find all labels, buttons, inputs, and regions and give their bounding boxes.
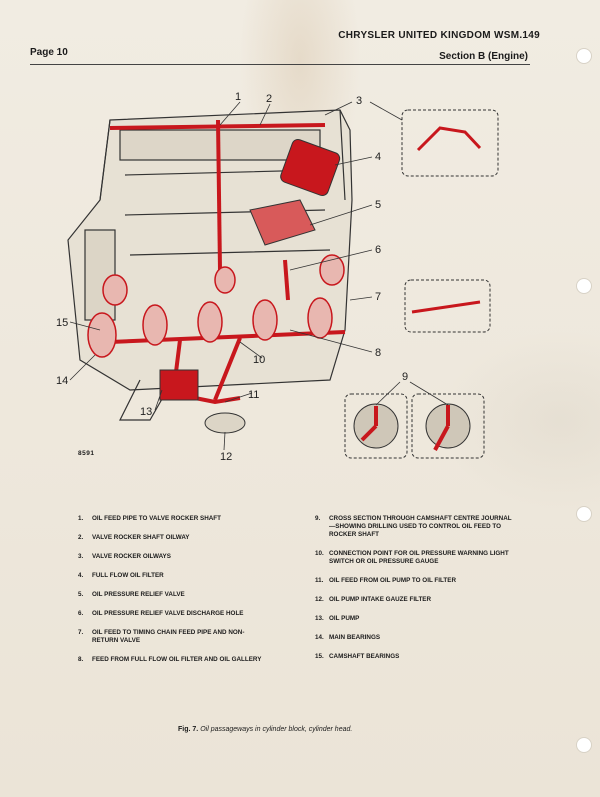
legend-item: 10.Connection point for oil pressure war…	[315, 550, 509, 565]
legend-item: 7.Oil feed to timing chain feed pipe and…	[78, 629, 245, 644]
leader-lines	[69, 101, 449, 451]
callout-7: 7	[375, 291, 381, 303]
callout-labels: 1 2 3 4 5 6 7 8 9 10 11 12 13 14 15	[56, 91, 408, 463]
inset-valve	[404, 279, 491, 333]
callout-3: 3	[356, 95, 362, 107]
legend-item: 2.Valve rocker shaft oilway	[78, 534, 190, 541]
callout-10: 10	[253, 354, 265, 366]
drawing-code: 8591	[78, 450, 95, 457]
legend-item: 4.Full flow oil filter	[78, 572, 164, 579]
legend-right: 9.Cross section through camshaft centre …	[315, 515, 515, 672]
legend-item: 11.Oil feed from oil pump to oil filter	[315, 577, 456, 584]
legend-item: 1.Oil feed pipe to valve rocker shaft	[78, 515, 221, 522]
callout-12: 12	[220, 451, 232, 463]
oil-filter	[249, 139, 341, 246]
callout-14: 14	[56, 375, 68, 387]
figure-caption: Fig. 7. Oil passageways in cylinder bloc…	[178, 726, 352, 733]
page-number: Page 10	[30, 47, 68, 58]
legend-item: 12.Oil pump intake gauze filter	[315, 596, 432, 603]
legend-left: 1.Oil feed pipe to valve rocker shaft 2.…	[78, 515, 268, 675]
figure-caption-text: Oil passageways in cylinder block, cylin…	[200, 726, 353, 733]
legend-item: 14.Main bearings	[315, 634, 381, 641]
callout-1: 1	[235, 91, 241, 103]
oil-pump	[159, 369, 246, 434]
callout-5: 5	[375, 199, 381, 211]
legend-item: 15.Camshaft bearings	[315, 653, 400, 660]
bearings	[87, 254, 345, 358]
inset-camshaft	[344, 393, 485, 459]
callout-4: 4	[375, 151, 381, 163]
callout-9: 9	[402, 371, 408, 383]
legend-item: 3.Valve rocker oilways	[78, 553, 171, 560]
callout-15: 15	[56, 317, 68, 329]
legend-item: 9.Cross section through camshaft centre …	[315, 515, 512, 538]
callout-6: 6	[375, 244, 381, 256]
callout-2: 2	[266, 93, 272, 105]
figure-number: Fig. 7.	[178, 726, 199, 733]
legend-item: 8.Feed from full flow oil filter and oil…	[78, 656, 262, 663]
section-title: Section B (Engine)	[439, 51, 528, 62]
publisher-header: CHRYSLER UNITED KINGDOM WSM.149	[338, 30, 540, 41]
callout-11: 11	[248, 389, 259, 401]
callout-8: 8	[375, 347, 381, 359]
inset-rocker	[401, 109, 499, 177]
callout-13: 13	[140, 406, 152, 418]
engine-oil-diagram: 1 2 3 4 5 6 7 8 9 10 11 12 13 14 15	[56, 91, 499, 463]
legend-item: 5.Oil pressure relief valve	[78, 591, 185, 598]
legend-item: 6.Oil pressure relief valve discharge ho…	[78, 610, 244, 617]
header-rule	[30, 64, 530, 65]
legend-item: 13.Oil pump	[315, 615, 360, 622]
